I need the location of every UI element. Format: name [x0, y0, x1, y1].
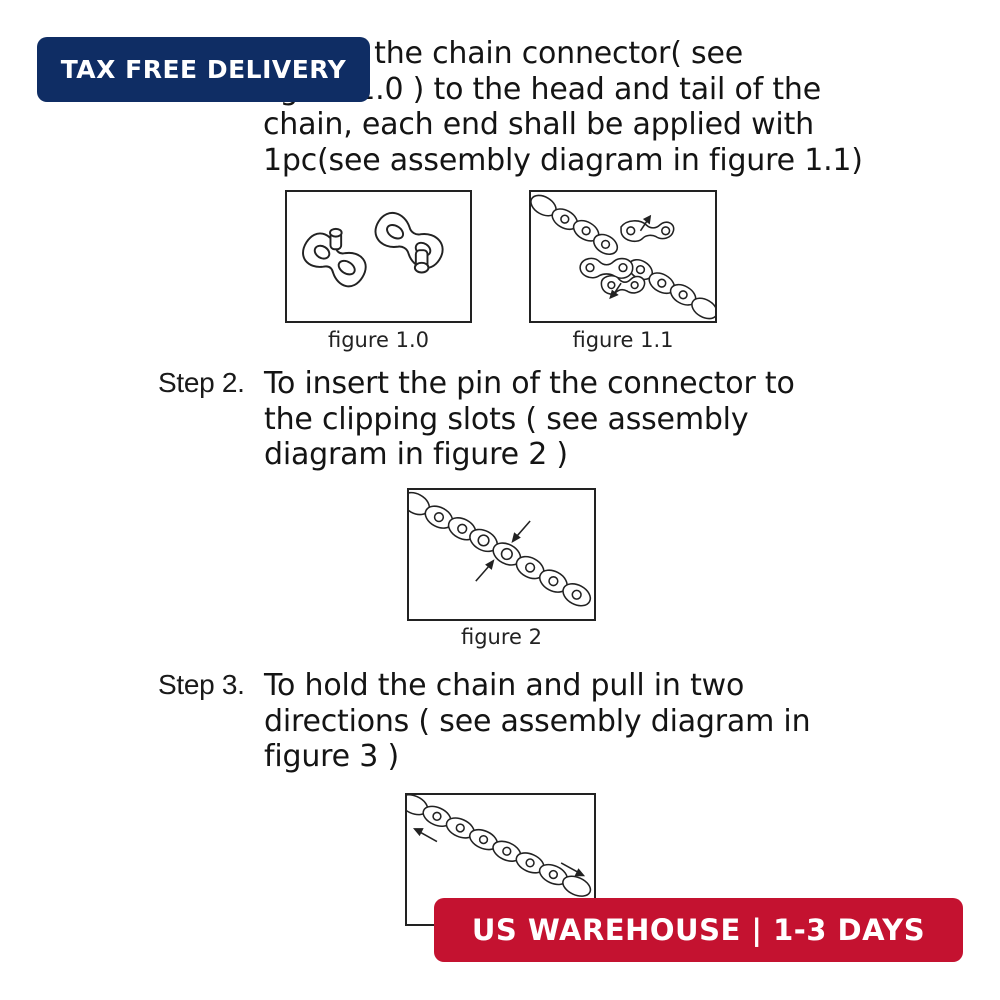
figure-1-1-caption: figure 1.1 [572, 328, 674, 352]
figure-2-caption: figure 2 [461, 625, 542, 649]
step-2-line-2: the clipping slots ( see assembly [264, 401, 749, 437]
chain-pull-directions-illustration [407, 795, 592, 897]
step-3-line-1: To hold the chain and pull in two [264, 668, 745, 703]
step-1-line-3: chain, each end shall be applied with [263, 107, 814, 142]
figure-1-0-caption: figure 1.0 [327, 328, 430, 352]
step-2-line-3: diagram in figure 2 ) [264, 437, 568, 472]
chain-connector-assembly-illustration [531, 194, 715, 320]
step-3-label: Step 3. [158, 669, 245, 700]
figure-2 [407, 488, 596, 621]
step-2-text: To insert the pin of the connector to th… [264, 366, 795, 473]
us-warehouse-badge: US WAREHOUSE | 1-3 DAYS [434, 898, 963, 962]
figure-1-0 [285, 190, 472, 323]
tax-free-delivery-badge: TAX FREE DELIVERY [37, 37, 370, 102]
step-3-line-3: figure 3 ) [264, 739, 399, 774]
step-2-label: Step 2. [158, 367, 245, 398]
chain-pin-insertion-illustration [409, 491, 592, 607]
step-2-line-1: To insert the pin of the connector to [264, 366, 795, 401]
step-1-text: To load the chain connector( see figure … [261, 36, 863, 178]
step-3-line-2: directions ( see assembly diagram in [264, 703, 811, 739]
figure-1-1 [529, 190, 717, 323]
step-1-line-4: 1pc(see assembly diagram in figure 1.1) [263, 142, 863, 178]
step-3-text: To hold the chain and pull in two direct… [264, 668, 811, 775]
chain-connector-parts-illustration [302, 211, 444, 288]
